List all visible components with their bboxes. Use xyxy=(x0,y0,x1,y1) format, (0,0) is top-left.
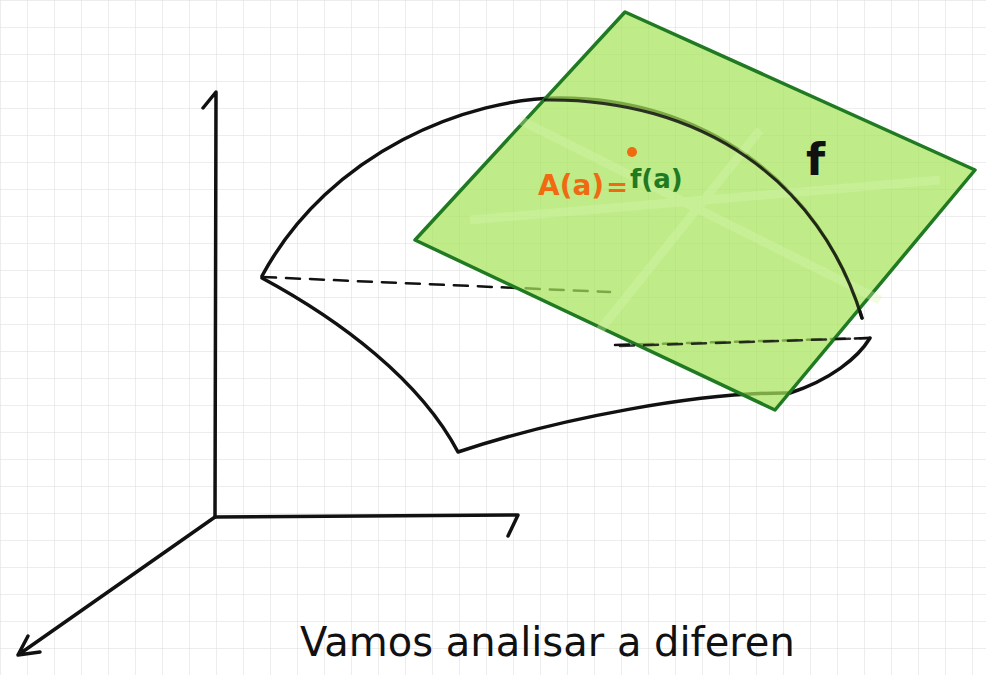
axes xyxy=(18,92,518,655)
point-a xyxy=(627,147,637,157)
note-text: Vamos analisar a diferen xyxy=(300,622,795,662)
function-label: f(a) xyxy=(630,166,683,192)
tangent-plane xyxy=(415,12,975,410)
surface-through-plane xyxy=(545,100,870,346)
plane-shading xyxy=(470,120,940,330)
function-label: A(a) xyxy=(538,172,604,200)
surface-name: f xyxy=(806,138,825,182)
equals-sign: = xyxy=(606,174,628,200)
